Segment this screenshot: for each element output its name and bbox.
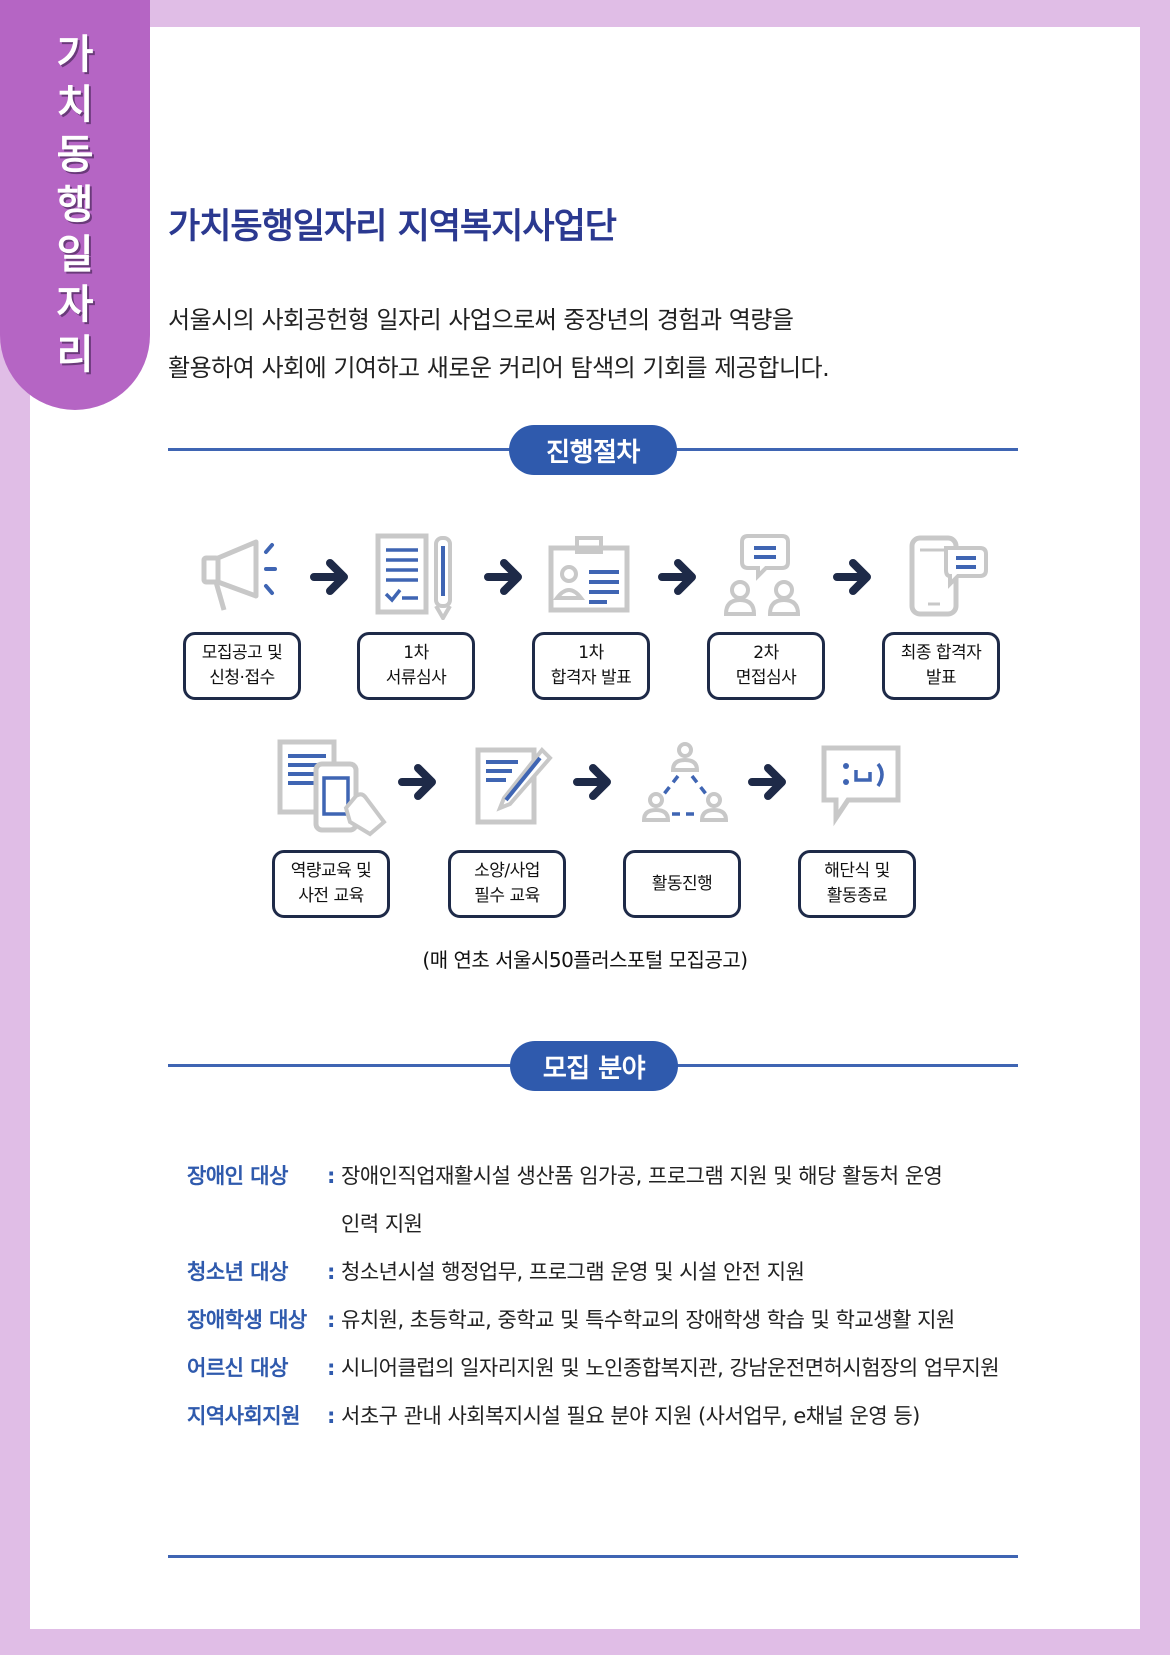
step-label: 2차 [753,643,779,663]
step-label: 면접심사 [735,668,797,688]
field-description: 청소년시설 행정업무, 프로그램 운영 및 시설 안전 지원 [341,1260,805,1284]
arrow-right-icon [573,764,611,800]
write-icon [475,746,553,825]
step-label: 역량교육 및 [290,861,372,881]
step-label: 서류심사 [385,668,447,688]
field-separator: : [327,1260,335,1284]
step-label: 신청·접수 [209,668,275,688]
arrow-right-icon [658,559,696,595]
document-pencil-icon [375,533,452,620]
side-tab-char: 가 [56,32,94,78]
step-box: 해단식 및 활동종료 [798,850,916,918]
arrow-right-icon [833,559,871,595]
step-label: 1차 [403,643,429,663]
step-label: 발표 [925,668,957,688]
field-separator: : [327,1308,335,1332]
step-label: 1차 [578,643,604,663]
id-card-icon [548,536,630,613]
field-description: 서초구 관내 사회복지시설 필요 분야 지원 (사서업무, e채널 운영 등) [341,1404,920,1428]
field-row: 장애학생 대상 : 유치원, 초등학교, 중학교 및 특수학교의 장애학생 학습… [187,1296,1017,1344]
step-label: 사전 교육 [298,886,364,906]
side-tab-char: 자 [56,282,94,328]
recruitment-fields: 장애인 대상 : 장애인직업재활시설 생산품 임가공, 프로그램 지원 및 해당… [187,1152,1017,1440]
field-description: 시니어클럽의 일자리지원 및 노인종합복지관, 강남운전면허시험장의 업무지원 [341,1356,1000,1380]
step-label: 필수 교육 [474,886,540,906]
page-title: 가치동행일자리 지역복지사업단 [168,207,617,247]
side-tab-char: 치 [56,82,94,128]
field-separator: : [327,1404,335,1428]
field-description: 인력 지원 [341,1212,423,1236]
step-label: 소양/사업 [474,861,540,881]
side-tab-char: 리 [56,332,94,378]
field-separator: : [327,1356,335,1380]
step-box: 모집공고 및 신청·접수 [183,632,301,700]
smile-chat-icon [821,745,901,827]
field-row: 장애인 대상 : 장애인직업재활시설 생산품 임가공, 프로그램 지원 및 해당… [187,1152,1017,1200]
arrow-right-icon [398,764,436,800]
step-label: 최종 합격자 [900,643,982,663]
arrow-right-icon [484,559,522,595]
field-description: 장애인직업재활시설 생산품 임가공, 프로그램 지원 및 해당 활동처 운영 [341,1164,943,1188]
field-label: 장애학생 대상 [187,1308,307,1332]
step-label: 모집공고 및 [201,643,283,663]
field-row: 어르신 대상 : 시니어클럽의 일자리지원 및 노인종합복지관, 강남운전면허시… [187,1344,1017,1392]
phone-message-icon [909,535,988,617]
field-label: 어르신 대상 [187,1356,288,1380]
megaphone-icon [201,539,277,611]
step-label: 해단식 및 [824,861,890,881]
team-network-icon [641,742,729,822]
side-tab: 가 치 동 행 일 자 리 [0,0,150,410]
intro-line: 서울시의 사회공헌형 일자리 사업으로써 중장년의 경험과 역량을 [168,306,794,334]
step-box: 1차 서류심사 [357,632,475,700]
recruitment-note: (매 연초 서울시50플러스포털 모집공고) [422,948,748,972]
arrow-right-icon [748,764,786,800]
field-row: 지역사회지원 : 서초구 관내 사회복지시설 필요 분야 지원 (사서업무, e… [187,1392,1017,1440]
bottom-divider [168,1555,1018,1558]
recruitment-heading: 모집 분야 [510,1041,678,1091]
step-label: 활동종료 [826,886,888,906]
process-heading: 진행절차 [509,425,677,475]
interview-icon [723,534,801,616]
field-label: 청소년 대상 [187,1260,288,1284]
arrow-right-icon [310,559,348,595]
field-label: 장애인 대상 [187,1164,288,1188]
field-row: 청소년 대상 : 청소년시설 행정업무, 프로그램 운영 및 시설 안전 지원 [187,1248,1017,1296]
step-label: 활동진행 [651,873,713,894]
field-row-continuation: 인력 지원 [187,1200,1017,1248]
step-box: 1차 합격자 발표 [532,632,650,700]
side-tab-char: 행 [56,182,94,228]
field-label: 지역사회지원 [187,1404,300,1428]
content-panel [30,27,1140,1629]
intro-text: 서울시의 사회공헌형 일자리 사업으로써 중장년의 경험과 역량을 활용하여 사… [168,296,1068,392]
side-tab-char: 일 [56,232,94,278]
step-label: 합격자 발표 [550,668,632,688]
side-tab-char: 동 [56,132,94,178]
education-tablet-icon [277,739,387,837]
step-box: 최종 합격자 발표 [882,632,1000,700]
step-box: 활동진행 [623,850,741,918]
step-box: 소양/사업 필수 교육 [448,850,566,918]
step-box: 역량교육 및 사전 교육 [272,850,390,918]
field-description: 유치원, 초등학교, 중학교 및 특수학교의 장애학생 학습 및 학교생활 지원 [341,1308,955,1332]
intro-line: 활용하여 사회에 기여하고 새로운 커리어 탐색의 기회를 제공합니다. [168,354,830,382]
field-separator: : [327,1164,335,1188]
step-box: 2차 면접심사 [707,632,825,700]
